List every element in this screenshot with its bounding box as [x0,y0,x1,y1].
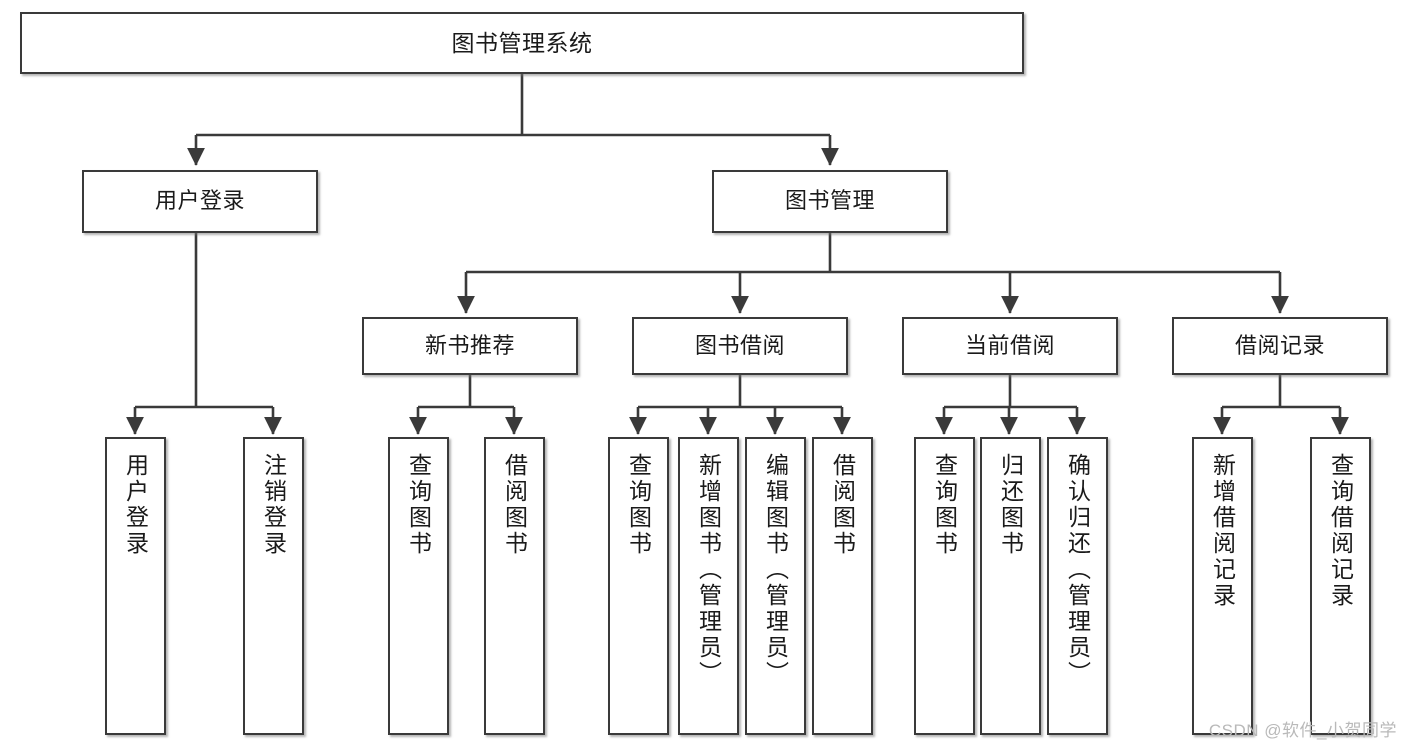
leaf-query-book-2[interactable]: 查询图书 [608,437,669,735]
leaf-add-book-admin-label: 新增图书（管理员） [695,453,722,687]
node-book-management-label: 图书管理 [784,188,875,214]
leaf-query-book-3[interactable]: 查询图书 [914,437,975,735]
leaf-query-book-3-label: 查询图书 [931,453,958,557]
leaf-return-book[interactable]: 归还图书 [980,437,1041,735]
node-root[interactable]: 图书管理系统 [20,12,1024,74]
node-book-borrow-label: 图书借阅 [694,332,785,358]
leaf-borrow-book-2[interactable]: 借阅图书 [812,437,873,735]
leaf-query-book-1-label: 查询图书 [405,453,432,557]
leaf-edit-book-admin-label: 编辑图书（管理员） [762,453,789,687]
leaf-edit-book-admin[interactable]: 编辑图书（管理员） [745,437,806,735]
node-borrow-record[interactable]: 借阅记录 [1172,317,1388,375]
node-book-borrow[interactable]: 图书借阅 [632,317,848,375]
leaf-query-book-1[interactable]: 查询图书 [388,437,449,735]
node-book-management[interactable]: 图书管理 [712,170,948,233]
node-user-login-label: 用户登录 [154,188,245,214]
leaf-return-book-label: 归还图书 [997,453,1024,557]
node-new-book-recommend[interactable]: 新书推荐 [362,317,578,375]
leaf-query-book-2-label: 查询图书 [625,453,652,557]
leaf-logout-login[interactable]: 注销登录 [243,437,304,735]
node-root-label: 图书管理系统 [451,29,593,56]
leaf-query-borrow-record[interactable]: 查询借阅记录 [1310,437,1371,735]
leaf-borrow-book-1[interactable]: 借阅图书 [484,437,545,735]
leaf-confirm-return-admin-label: 确认归还（管理员） [1064,453,1091,687]
leaf-query-borrow-record-label: 查询借阅记录 [1327,453,1354,609]
leaf-add-book-admin[interactable]: 新增图书（管理员） [678,437,739,735]
node-current-borrow-label: 当前借阅 [964,332,1055,358]
leaf-borrow-book-1-label: 借阅图书 [501,453,528,557]
leaf-add-borrow-record-label: 新增借阅记录 [1209,453,1236,609]
node-new-book-recommend-label: 新书推荐 [424,332,515,358]
leaf-logout-login-label: 注销登录 [260,453,287,557]
leaf-borrow-book-2-label: 借阅图书 [829,453,856,557]
leaf-user-login-label: 用户登录 [122,453,149,557]
leaf-confirm-return-admin[interactable]: 确认归还（管理员） [1047,437,1108,735]
leaf-user-login[interactable]: 用户登录 [105,437,166,735]
leaf-add-borrow-record[interactable]: 新增借阅记录 [1192,437,1253,735]
node-borrow-record-label: 借阅记录 [1234,332,1325,358]
node-current-borrow[interactable]: 当前借阅 [902,317,1118,375]
watermark: CSDN @软件_小贺同学 [1208,721,1397,740]
node-user-login[interactable]: 用户登录 [82,170,318,233]
